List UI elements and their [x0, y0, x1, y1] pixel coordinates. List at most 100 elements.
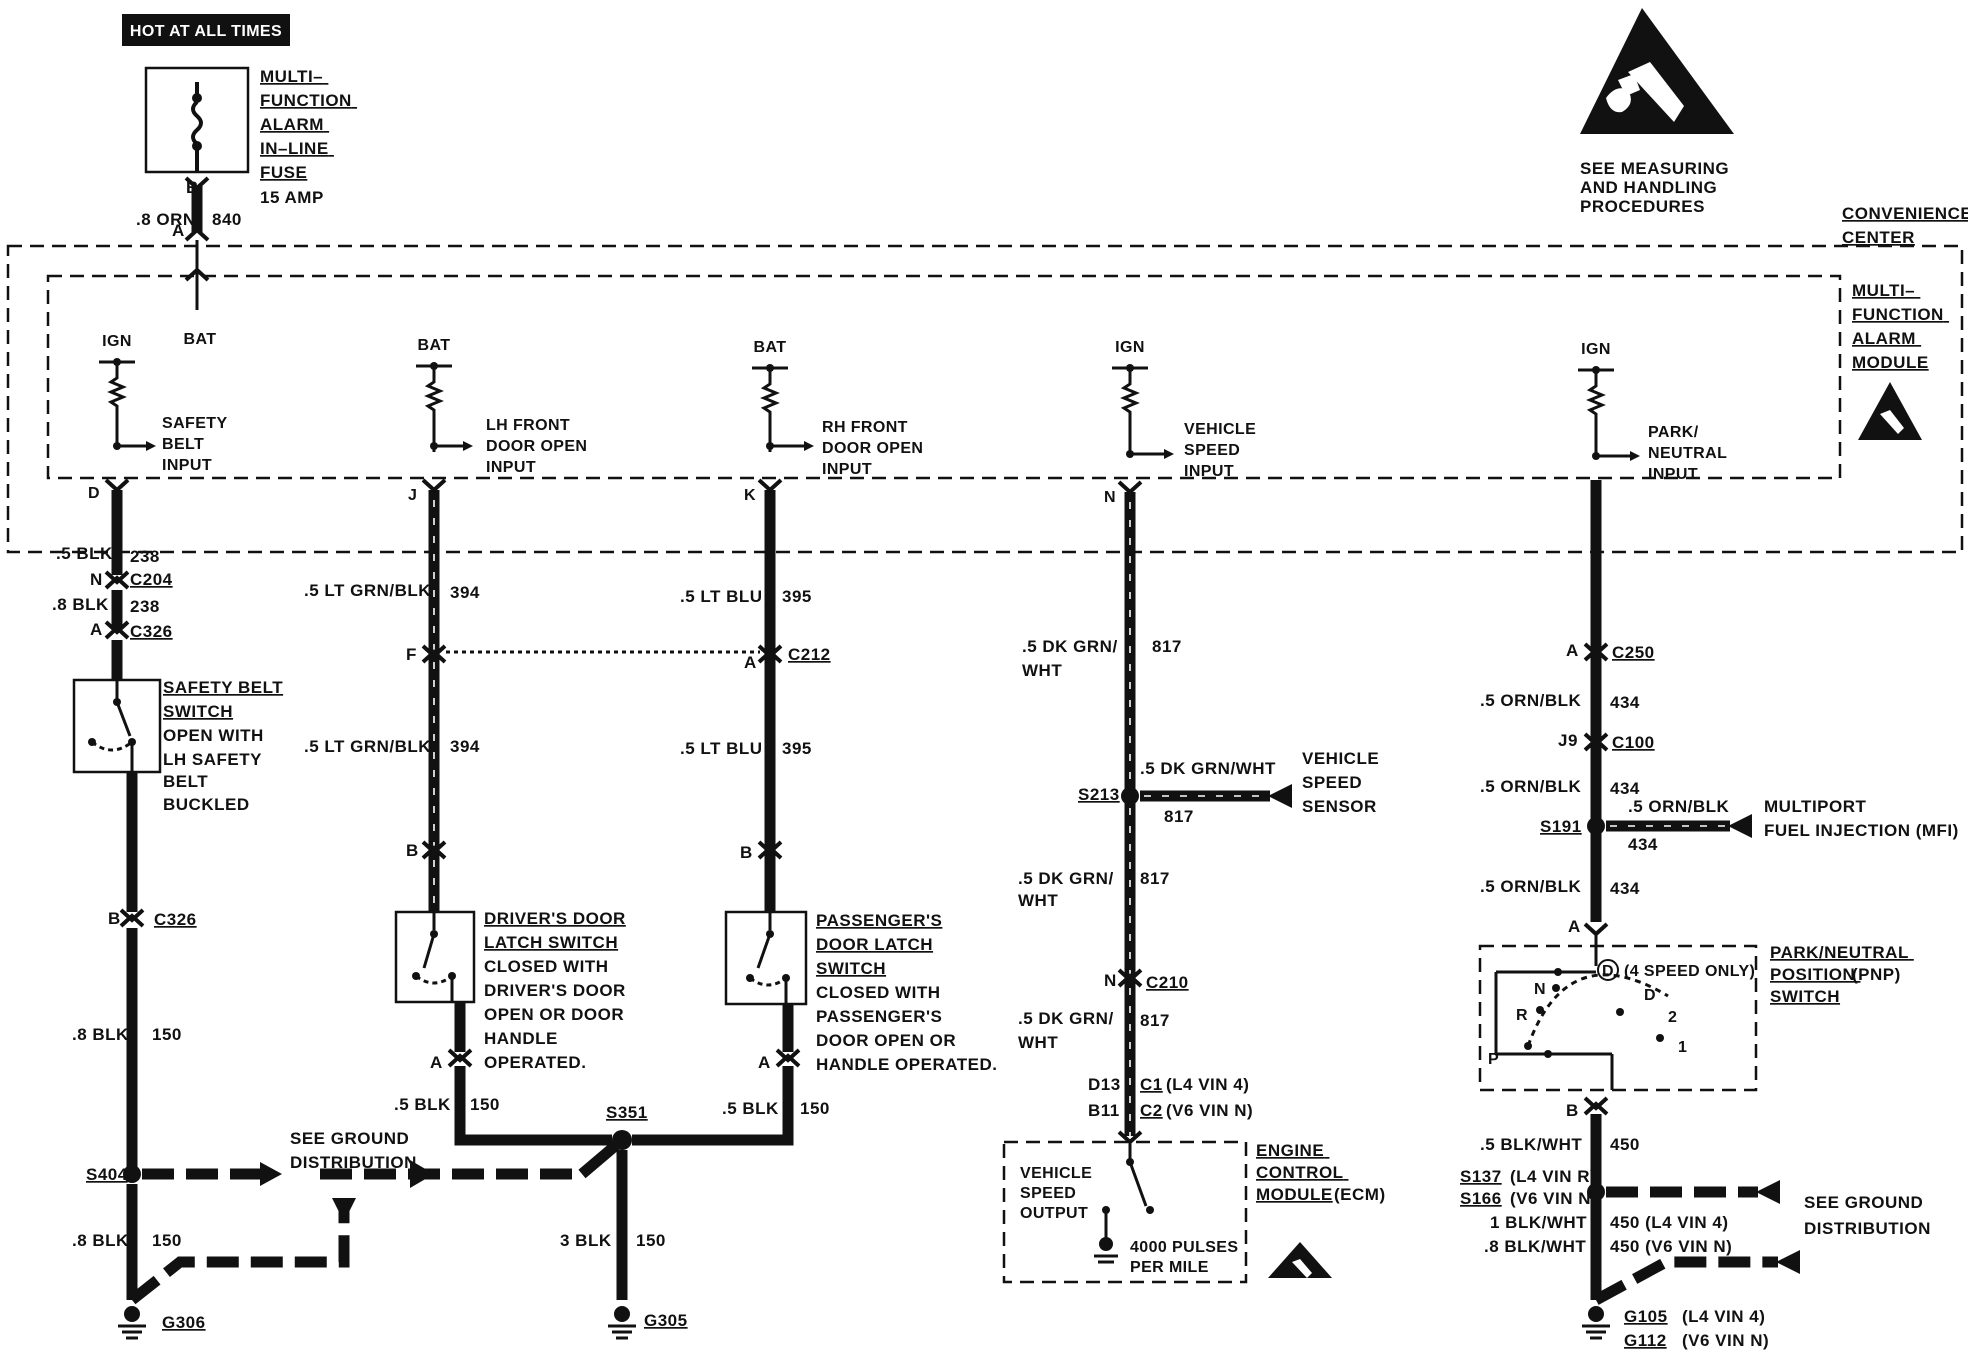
connector-c210: C210: [1146, 973, 1189, 992]
ecm-speed-output-label: VEHICLE SPEED OUTPUT: [1020, 1165, 1097, 1222]
lh-c2-label: 394: [450, 737, 480, 756]
belt-w3-label: .8 BLK: [72, 1025, 129, 1044]
belt-c326a-pin: A: [90, 620, 103, 639]
pn-w2-label: .5 ORN/BLK: [1480, 777, 1582, 796]
ground-g105: G105: [1624, 1307, 1668, 1326]
connector-c2-note: (V6 VIN N): [1166, 1101, 1253, 1120]
svg-text:IGN: IGN: [102, 333, 132, 350]
wire-ground-link: [578, 1135, 626, 1179]
connector-c326-b: C326: [154, 910, 197, 929]
svg-text:IGN: IGN: [1581, 341, 1611, 358]
module-input-lh-door: BAT LH FRONT DOOR OPEN INPUT J: [408, 337, 592, 504]
arrow-icon: [410, 1160, 434, 1188]
fuse-rating: 15 AMP: [260, 188, 324, 207]
esd-warning-icon: [1268, 1242, 1332, 1278]
belt-w2-label: .8 BLK: [52, 595, 109, 614]
passengers-door-latch-switch: [724, 910, 808, 1006]
connector-chevron-icon: [1583, 642, 1609, 662]
ground-g105-note: (L4 VIN 4): [1682, 1307, 1765, 1326]
pn-branch-wire: .5 ORN/BLK: [1628, 797, 1730, 816]
svg-text:BAT: BAT: [418, 337, 451, 354]
ground-g112-note: (V6 VIN N): [1682, 1331, 1769, 1350]
rh-w1-label: .5 LT BLU: [680, 587, 763, 606]
connector-chevron-icon: [104, 570, 130, 590]
pnp-abbr: (PNP): [1852, 965, 1901, 984]
convenience-center-label: CONVENIENCE CENTER: [1842, 204, 1968, 247]
connector-chevron-icon: [1583, 1096, 1609, 1116]
esd-note: SEE MEASURING AND HANDLING PROCEDURES: [1580, 159, 1734, 216]
lh-c4-label: 150: [636, 1231, 666, 1250]
connector-chevron-icon: [757, 478, 783, 493]
svg-text:J: J: [408, 487, 417, 504]
fuse-label: MULTI– FUNCTION ALARM IN–LINE FUSE: [260, 67, 357, 182]
splice-s137-note: (L4 VIN R): [1510, 1167, 1596, 1186]
pn-c2-label: 434: [1610, 779, 1640, 798]
connector-chevron-icon: [1117, 480, 1143, 495]
connector-chevron-icon: [421, 644, 447, 664]
lh-pin-b: B: [406, 841, 419, 860]
connector-chevron-icon: [421, 478, 447, 493]
fuse-element-icon: [191, 100, 203, 146]
belt-c3-label: 150: [152, 1025, 182, 1044]
module-input-vehicle-speed: IGN VEHICLE SPEED INPUT N: [1104, 339, 1261, 506]
pn-w4-label: .5 BLK/WHT: [1480, 1135, 1582, 1154]
vss-w3-label: .5 DK GRN/ WHT: [1018, 1009, 1119, 1052]
svg-text:PARK/ NEUTRAL INPU: PARK/ NEUTRAL INPUT: [1648, 424, 1732, 483]
vss-c2-label: 817: [1140, 869, 1170, 888]
connector-chevron-icon: [184, 227, 210, 242]
vss-c3-label: 817: [1140, 1011, 1170, 1030]
alarm-module-box: [46, 274, 1842, 480]
connector-chevron-icon: [104, 620, 130, 640]
ecm-box: [1002, 1140, 1248, 1284]
ground-tie-wire: [128, 1208, 350, 1305]
vss-c1-label: 817: [1152, 637, 1182, 656]
ground-g306: G306: [162, 1313, 206, 1332]
splice-s191-label: S191: [1540, 817, 1582, 836]
rh-pin-b: B: [740, 843, 753, 862]
vss-pin-b11: B11: [1088, 1101, 1120, 1120]
pnp-pos-1: 1: [1678, 1039, 1687, 1056]
ecm-abbr: (ECM): [1334, 1185, 1386, 1204]
module-input-rh-door: BAT RH FRONT DOOR OPEN INPUT K: [744, 339, 928, 504]
pn-c1-label: 434: [1610, 693, 1640, 712]
convenience-center-box: [6, 244, 1964, 554]
svg-text:N: N: [1104, 489, 1116, 506]
belt-c326b-pin: B: [108, 909, 121, 928]
pnp-pos-r: R: [1516, 1007, 1528, 1024]
svg-text:D: D: [88, 485, 100, 502]
lh-pin-a: A: [430, 1053, 443, 1072]
splice-s213: [1121, 787, 1139, 805]
svg-text:HOT AT ALL TIMES: HOT AT ALL TIMES: [130, 23, 282, 40]
splice-s166-note: (V6 VIN N): [1510, 1189, 1597, 1208]
lh-w1-label: .5 LT GRN/BLK: [304, 581, 431, 600]
rh-c212-pin: A: [744, 653, 757, 672]
svg-text:VEHICLE SPEED INPU: VEHICLE SPEED INPUT: [1184, 421, 1261, 480]
splice-s351-label: S351: [606, 1103, 648, 1122]
connector-chevron-icon: [447, 1048, 473, 1068]
feed-wire-label: .8 ORN: [136, 210, 196, 229]
lh-w3-label: .5 BLK: [394, 1095, 451, 1114]
arrow-icon: [332, 1198, 356, 1222]
splice-s137-s166: [1587, 1183, 1605, 1201]
ground-tie-wire-2: [1593, 1256, 1778, 1305]
belt-c2-label: 238: [130, 597, 160, 616]
svg-text:RH FRONT DOOR OPEN: RH FRONT DOOR OPEN INPUT: [822, 419, 928, 478]
lh-c3-label: 150: [470, 1095, 500, 1114]
connector-chevron-icon: [775, 1048, 801, 1068]
arrow-icon: [1776, 1250, 1800, 1274]
pn-w3-label: .5 ORN/BLK: [1480, 877, 1582, 896]
arrow-icon: [1728, 814, 1752, 838]
vss-pin-d13: D13: [1088, 1075, 1121, 1094]
arrow-icon: [1268, 784, 1292, 808]
vss-branch-wire: .5 DK GRN/WHT: [1140, 759, 1276, 778]
svg-text:LH FRONT DOOR OPEN: LH FRONT DOOR OPEN INPUT: [486, 417, 592, 476]
pnp-d-marker: D: [1602, 963, 1614, 980]
lh-w4-label: 3 BLK: [560, 1231, 612, 1250]
pnp-switch-box: [1478, 944, 1758, 1092]
feed-circuit-label: 840: [212, 210, 242, 229]
safety-belt-switch: [72, 678, 162, 774]
svg-text:BAT: BAT: [754, 339, 787, 356]
pn-c3-label: 434: [1610, 879, 1640, 898]
wire-150-lh-to-s351: [454, 1066, 612, 1146]
splice-s213-label: S213: [1078, 785, 1120, 804]
